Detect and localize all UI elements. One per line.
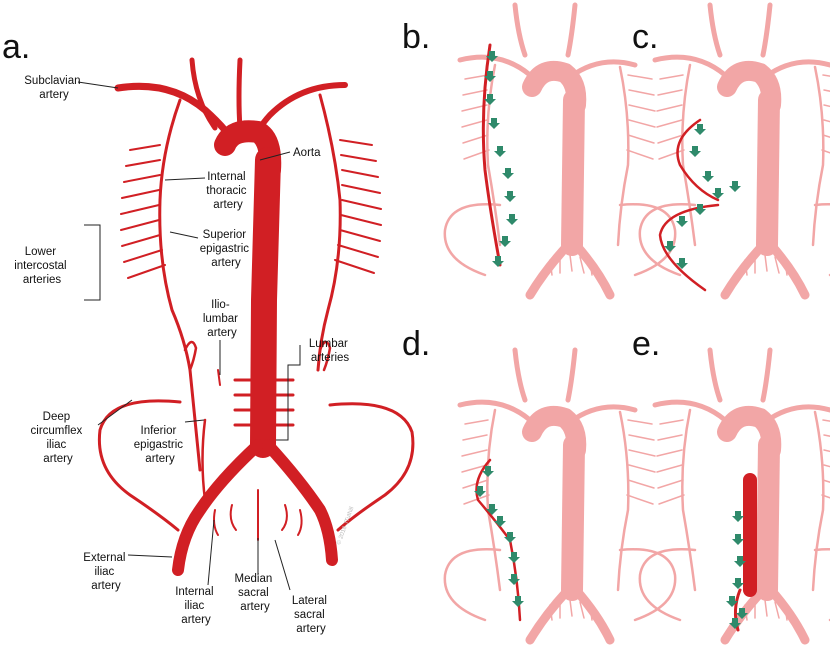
label-deep-circumflex-iliac-artery: Deep circumflex iliac artery — [31, 411, 86, 465]
label-lateral-sacral-artery: Lateral sacral artery — [292, 595, 330, 635]
panel-d: d. — [402, 325, 675, 640]
panel-letter-b: b. — [402, 18, 430, 56]
flow-arrows-b — [484, 51, 518, 267]
iliolumbar-artery-right — [318, 340, 332, 372]
panel-e: e. — [632, 325, 830, 640]
carotid-center — [236, 57, 243, 131]
internal-thoracic-artery-right — [316, 93, 342, 372]
label-superior-epigastric-artery: Superior epigastric artery — [200, 229, 252, 269]
intercostal-branches-left — [120, 144, 166, 279]
panel-letter-a: a. — [2, 28, 30, 66]
flow-arrows-c — [664, 124, 741, 269]
label-external-iliac-artery: External iliac artery — [83, 552, 128, 592]
panel-a: a. — [2, 28, 415, 635]
iliolumbar-small-branch — [217, 369, 221, 386]
label-subclavian-artery: Subclavian artery — [24, 75, 83, 101]
collateral-path-c-lower — [658, 203, 720, 292]
collateral-path-b — [481, 43, 502, 267]
common-iliac-right — [262, 439, 338, 566]
carotid-left — [189, 57, 218, 131]
deep-circumflex-iliac-right — [328, 402, 415, 532]
panel-letter-d: d. — [402, 325, 430, 363]
lumbar-arteries — [233, 378, 295, 427]
panel-letter-c: c. — [632, 18, 658, 56]
pale-vasculature-c — [640, 5, 830, 295]
descending-aorta — [250, 147, 281, 458]
label-aorta: Aorta — [293, 147, 321, 159]
internal-thoracic-artery-left — [158, 98, 202, 472]
label-leaders — [77, 81, 301, 591]
label-iliolumbar-artery: Ilio- lumbar artery — [203, 299, 241, 339]
label-lower-intercostal-arteries: Lower intercostal arteries — [14, 246, 70, 286]
signature-mark: © 2018 JTuthill — [335, 506, 355, 546]
panel-letter-e: e. — [632, 325, 660, 363]
label-internal-iliac-artery: Internal iliac artery — [175, 586, 217, 626]
collateral-path-c-upper — [676, 118, 720, 202]
label-lumbar-arteries: Lumbar arteries — [309, 338, 351, 364]
pelvic-branches — [213, 489, 303, 541]
panel-b: b. — [402, 5, 675, 295]
label-internal-thoracic-artery: Internal thoracic artery — [206, 171, 249, 211]
panel-c: c. — [632, 5, 830, 295]
label-inferior-epigastric-artery: Inferior epigastric artery — [134, 425, 186, 465]
inferior-epigastric-artery — [201, 418, 207, 502]
common-iliac-left — [172, 439, 264, 576]
collateral-path-d — [475, 458, 522, 622]
label-median-sacral-artery: Median sacral artery — [235, 573, 276, 613]
deep-circumflex-iliac-left — [97, 399, 182, 532]
intercostal-branches-right — [334, 139, 382, 274]
iliolumbar-artery-left — [183, 340, 198, 372]
